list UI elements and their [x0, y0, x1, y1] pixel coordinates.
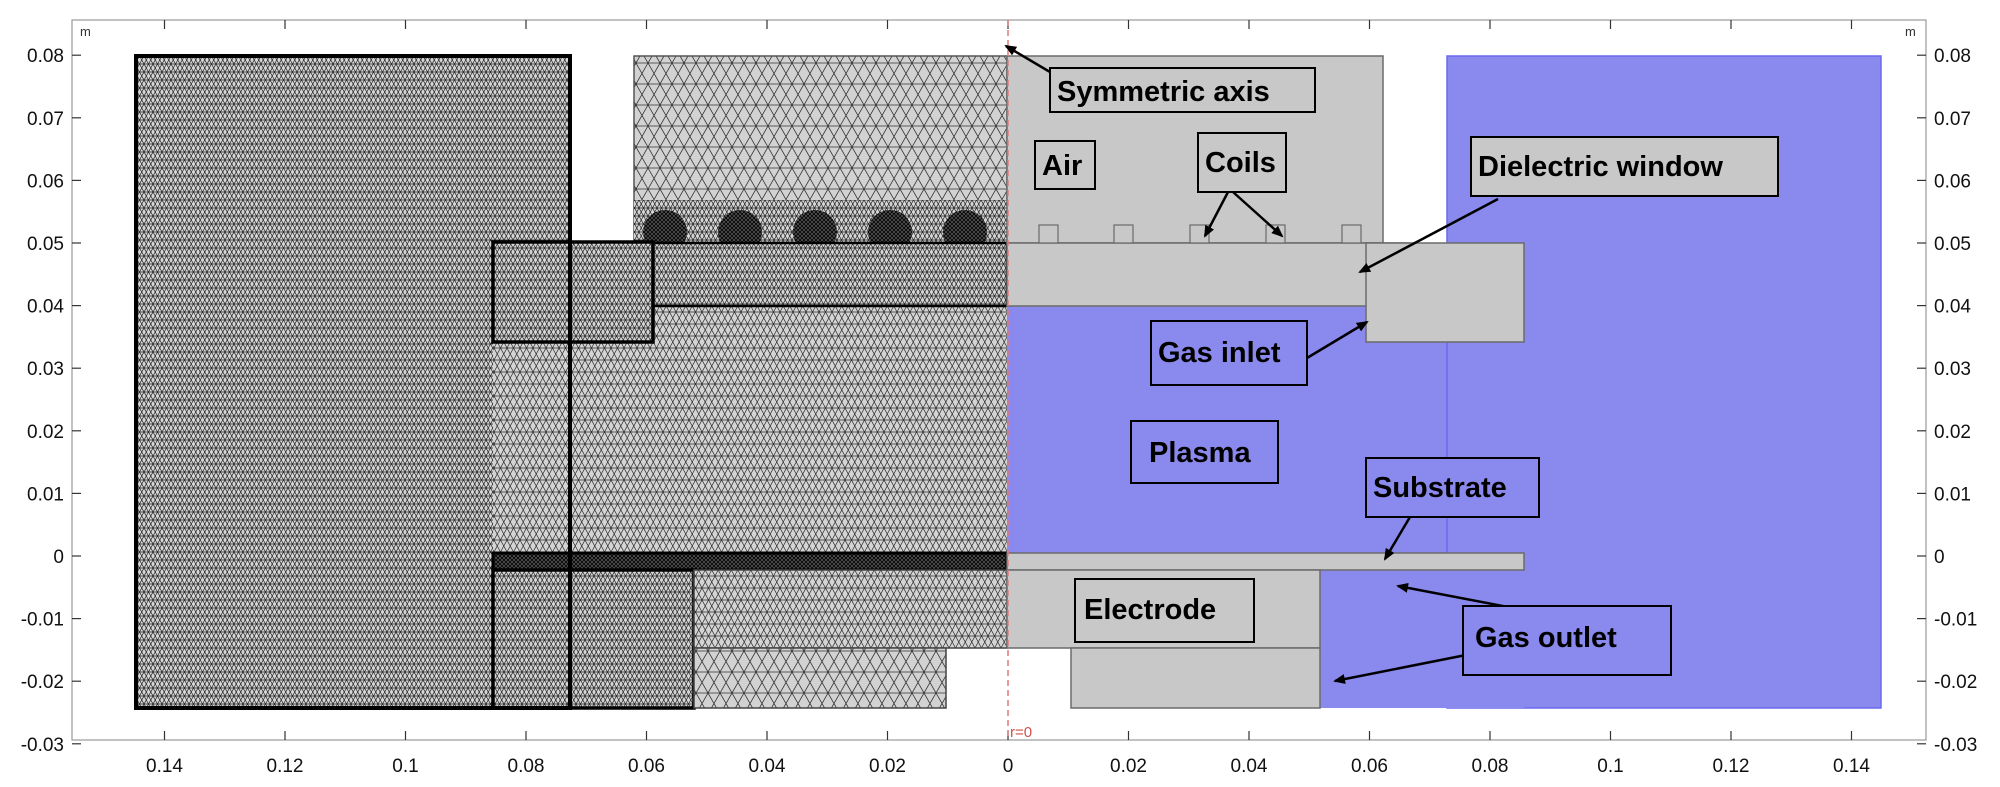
x-tick-label: 0.1: [392, 756, 418, 777]
mesh-half: [134, 54, 1009, 710]
callout-box-dielectric-window: [1470, 136, 1779, 197]
callout-box-gas-outlet: [1462, 605, 1672, 676]
y-tick-label-left: 0.08: [27, 46, 64, 67]
callout-substrate: Substrate: [1373, 472, 1507, 504]
x-tick-label: 0.12: [1713, 756, 1750, 777]
arrow-dielectric-window: [1358, 197, 1499, 274]
x-tick-label: 0.1: [1597, 756, 1623, 777]
arrow-gas-inlet: [1306, 320, 1369, 360]
arrow-coils-1: [1203, 191, 1230, 238]
y-tick-label-left: 0.03: [27, 359, 64, 380]
axis-marker-label: r=0: [1010, 724, 1032, 741]
y-tick-label-right: 0.06: [1934, 171, 1971, 192]
callout-symmetric-axis: Symmetric axis: [1057, 76, 1270, 108]
y-tick-label-left: 0.05: [27, 234, 64, 255]
callout-box-plasma: [1130, 420, 1279, 484]
coil-1: [1038, 224, 1059, 244]
x-tick-label: 0.02: [1110, 756, 1147, 777]
x-tick-label: 0.14: [1833, 756, 1870, 777]
callout-box-gas-inlet: [1150, 320, 1308, 386]
mesh-outer-outline: [134, 54, 572, 710]
y-tick-label-left: 0.01: [27, 484, 64, 505]
callout-box-electrode: [1074, 578, 1255, 643]
dielectric-window: [1006, 242, 1410, 307]
x-tick-label: 0.06: [628, 756, 665, 777]
mesh-chamber-upper: [493, 306, 1007, 556]
x-tick-label: 0.06: [1351, 756, 1388, 777]
unit-label-left: m: [80, 24, 91, 39]
x-tick-label: 0.08: [508, 756, 545, 777]
y-tick-label-right: 0.04: [1934, 297, 1971, 318]
callouts: Symmetric axis Air Coils Dielectric wind…: [1034, 67, 1779, 676]
callout-electrode: Electrode: [1084, 594, 1216, 626]
mesh-electrode-base: [693, 647, 947, 709]
y-tick-label-left: -0.03: [21, 735, 64, 756]
gas-inlet-block: [1365, 242, 1525, 343]
arrow-substrate: [1383, 516, 1412, 561]
y-tick-label-left: 0: [53, 547, 64, 568]
arrow-coils-2: [1232, 191, 1284, 238]
mesh-inlet-block: [491, 240, 655, 344]
y-tick-label-right: 0.07: [1934, 109, 1971, 130]
y-tick-label-left: -0.01: [21, 610, 64, 631]
y-tick-label-right: 0.08: [1934, 46, 1971, 67]
arrow-gas-outlet-2: [1333, 652, 1472, 684]
callout-gas-inlet: Gas inlet: [1158, 337, 1281, 369]
callout-gas-outlet: Gas outlet: [1475, 622, 1617, 654]
callout-box-coils: [1197, 132, 1287, 193]
x-tick-label: 0.08: [1472, 756, 1509, 777]
y-tick-label-right: 0.01: [1934, 484, 1971, 505]
callout-plasma: Plasma: [1149, 437, 1251, 469]
callout-box-symmetric-axis: [1049, 67, 1316, 113]
callout-dielectric-window: Dielectric window: [1478, 151, 1723, 183]
callout-air: Air: [1042, 150, 1082, 182]
mesh-window: [607, 241, 1009, 308]
y-tick-label-right: -0.01: [1934, 610, 1977, 631]
y-tick-label-left: 0.06: [27, 171, 64, 192]
y-tick-label-left: 0.02: [27, 422, 64, 443]
callout-box-substrate: [1365, 457, 1540, 518]
y-tick-label-right: 0.03: [1934, 359, 1971, 380]
electrode-base: [1070, 647, 1321, 709]
y-tick-label-left: 0.07: [27, 109, 64, 130]
unit-label-right: m: [1905, 24, 1916, 39]
callout-arrows: [1004, 44, 1535, 684]
x-tick-label: 0.04: [749, 756, 786, 777]
substrate: [1006, 552, 1525, 571]
y-tick-label-left: 0.04: [27, 297, 64, 318]
x-tick-label: 0.14: [146, 756, 183, 777]
coil-5: [1341, 224, 1362, 244]
y-tick-label-right: 0: [1934, 547, 1945, 568]
callout-box-air: [1034, 140, 1096, 190]
coil-2: [1113, 224, 1134, 244]
axis-ticks: 0.14 0.12 0.1 0.08 0.06 0.04 0.02 0 0.02 0.04 0.06…: [21, 20, 1977, 777]
mesh-lower-left: [491, 568, 696, 710]
y-tick-label-right: 0.05: [1934, 234, 1971, 255]
y-tick-label-right: -0.03: [1934, 735, 1977, 756]
y-tick-label-right: 0.02: [1934, 422, 1971, 443]
coil-4: [1265, 224, 1286, 244]
y-tick-label-left: -0.02: [21, 672, 64, 693]
callout-coils: Coils: [1205, 147, 1276, 179]
x-tick-label: 0.12: [267, 756, 304, 777]
x-tick-label: 0.02: [869, 756, 906, 777]
mesh-electrode: [693, 569, 1008, 649]
x-tick-label: 0: [1003, 756, 1014, 777]
x-tick-label: 0.04: [1231, 756, 1268, 777]
arrow-symmetric-axis: [1004, 44, 1051, 74]
y-tick-label-right: -0.02: [1934, 672, 1977, 693]
